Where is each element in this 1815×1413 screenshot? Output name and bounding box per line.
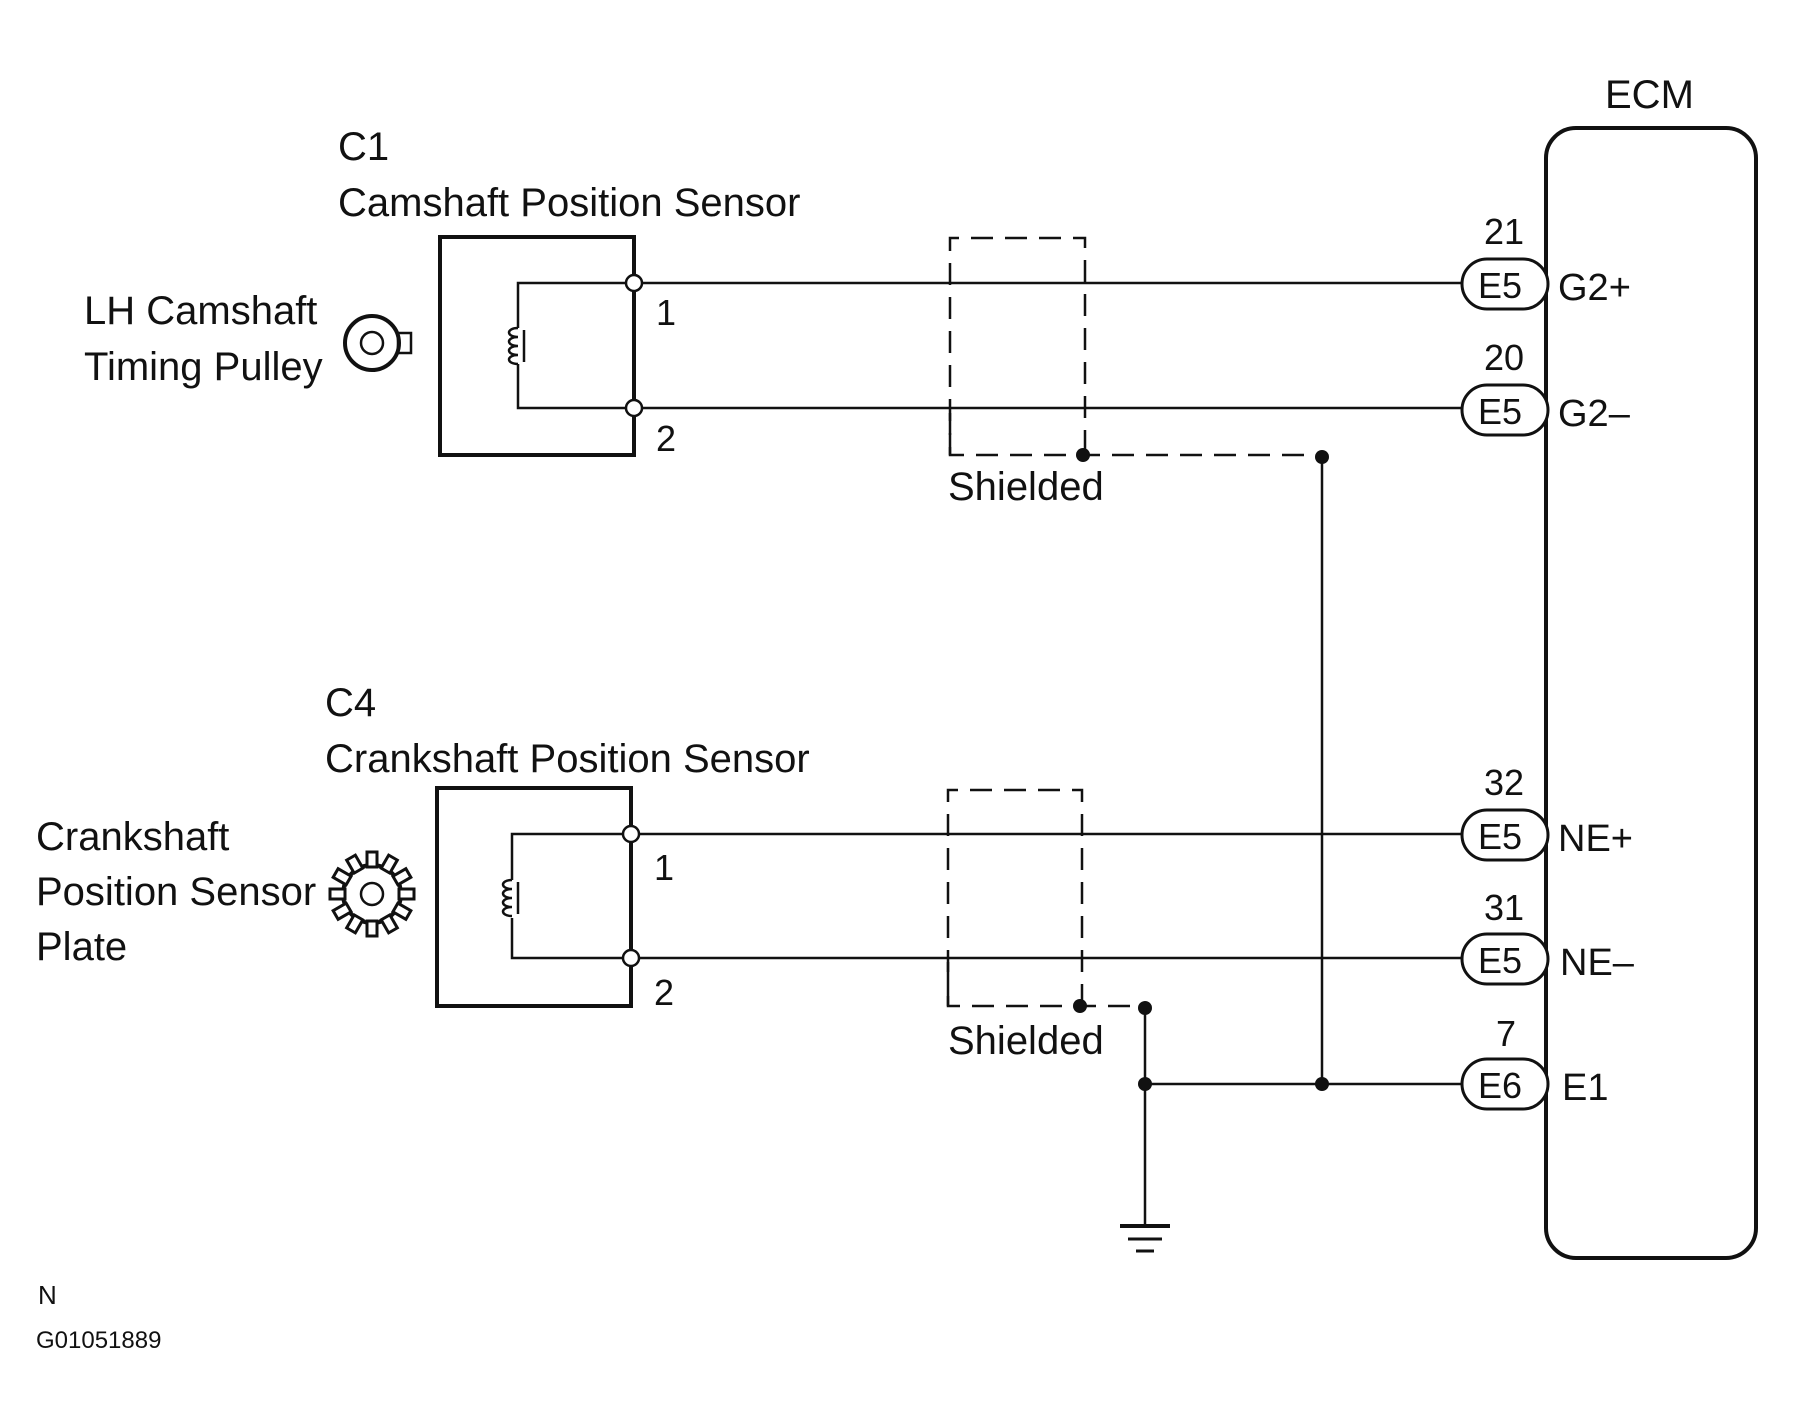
timing-pulley-icon <box>343 314 413 372</box>
connector-badge-g2-minus <box>1460 383 1550 437</box>
crank-sensor-code: C4 <box>325 681 376 725</box>
figure-id: G01051889 <box>36 1327 161 1354</box>
ground-icon <box>1120 1224 1170 1253</box>
cam-pin1-terminal <box>624 273 644 293</box>
terminal-pin-20: 20 <box>1484 337 1524 378</box>
e1-junction-right <box>1315 1077 1329 1091</box>
cam-sensor-code: C1 <box>338 125 389 169</box>
e1-junction-left <box>1138 1077 1152 1091</box>
sensor-plate-gear-icon <box>328 850 416 938</box>
connector-badge-g2-plus <box>1460 257 1550 311</box>
cam-shield <box>948 236 1329 464</box>
cam-pin2-label: 2 <box>656 418 676 459</box>
signal-label-g2-plus: G2+ <box>1558 267 1631 309</box>
crank-shield-label: Shielded <box>948 1019 1104 1063</box>
cam-target-line2: Timing Pulley <box>84 345 323 389</box>
terminal-pin-7: 7 <box>1496 1013 1516 1054</box>
crank-target-line3: Plate <box>36 925 127 969</box>
connector-badge-ne-minus <box>1460 932 1550 986</box>
cam-pin2-terminal <box>624 398 644 418</box>
crank-pin1-label: 1 <box>654 847 674 888</box>
terminal-pin-32: 32 <box>1484 762 1524 803</box>
crank-target-line1: Crankshaft <box>36 815 229 859</box>
terminal-pin-21: 21 <box>1484 211 1524 252</box>
signal-label-e1: E1 <box>1562 1067 1608 1109</box>
connector-badge-e1 <box>1460 1057 1550 1111</box>
crank-shield <box>946 788 1152 1015</box>
terminal-pin-31: 31 <box>1484 887 1524 928</box>
cam-coil-icon <box>507 326 526 366</box>
crank-sensor-box <box>435 786 633 1008</box>
signal-label-ne-minus: NE– <box>1560 942 1635 984</box>
cam-pin1-label: 1 <box>656 292 676 333</box>
orientation-label: N <box>38 1280 57 1310</box>
connector-label-g2-plus: E5 <box>1478 265 1522 306</box>
signal-label-g2-minus: G2– <box>1558 393 1631 435</box>
connector-label-g2-minus: E5 <box>1478 391 1522 432</box>
connector-label-e1: E6 <box>1478 1065 1522 1106</box>
crank-target-line2: Position Sensor <box>36 870 316 914</box>
crank-coil-icon <box>501 878 520 918</box>
connector-label-ne-plus: E5 <box>1478 816 1522 857</box>
ecm-title: ECM <box>1605 73 1694 117</box>
crank-pin2-label: 2 <box>654 972 674 1013</box>
connector-label-ne-minus: E5 <box>1478 940 1522 981</box>
crank-sensor-name: Crankshaft Position Sensor <box>325 737 810 781</box>
cam-sensor-name: Camshaft Position Sensor <box>338 181 800 225</box>
ecm-box <box>1544 126 1758 1260</box>
cam-target-line1: LH Camshaft <box>84 289 317 333</box>
signal-label-ne-plus: NE+ <box>1558 818 1633 860</box>
cam-sensor-box <box>438 235 636 457</box>
crank-pin1-terminal <box>621 824 641 844</box>
crank-pin2-terminal <box>621 948 641 968</box>
connector-badge-ne-plus <box>1460 808 1550 862</box>
cam-shield-label: Shielded <box>948 465 1104 509</box>
